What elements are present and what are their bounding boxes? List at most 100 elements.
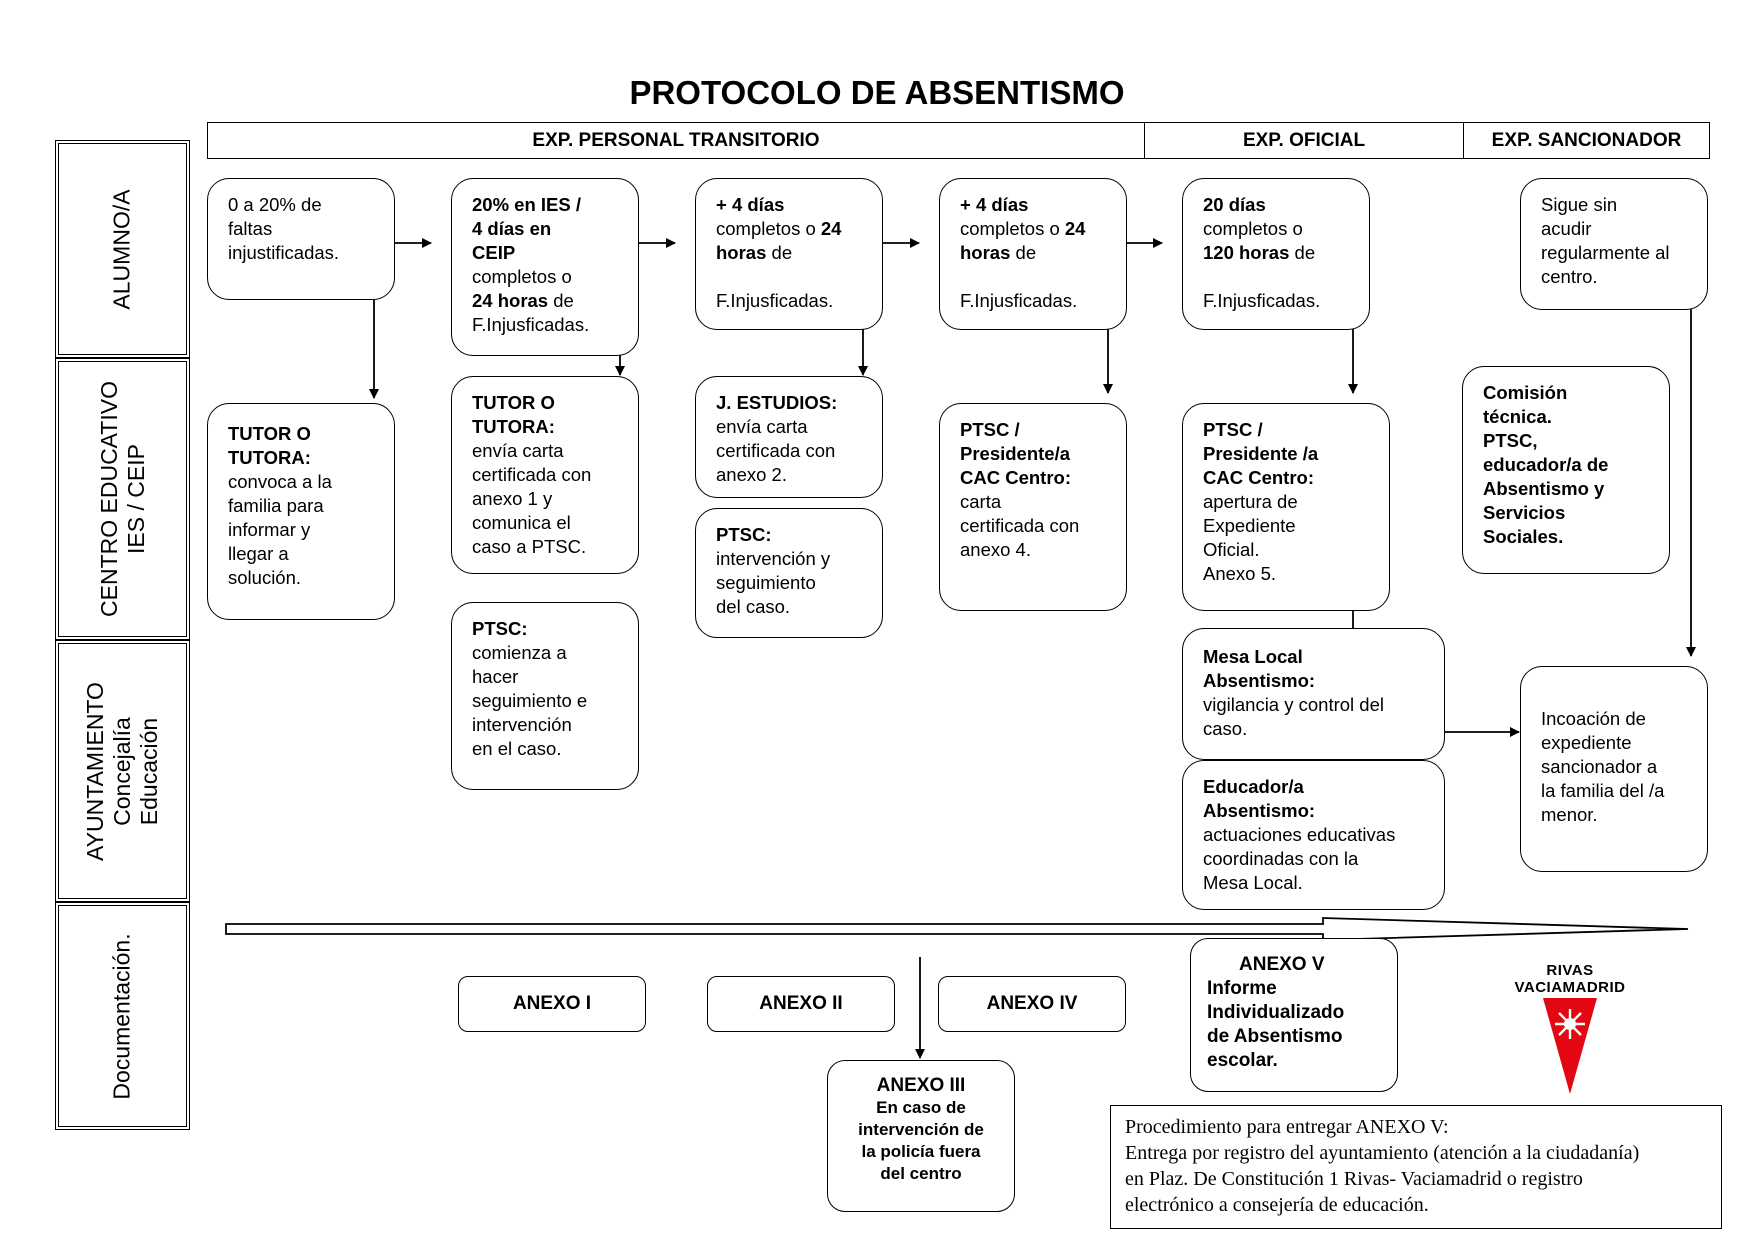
centro-tutor2-line: TUTOR O — [472, 392, 555, 413]
centro-tutor-line: TUTORA: — [228, 447, 311, 468]
alumno-b6-line: regularmente al — [1541, 242, 1670, 263]
centro-ptsc-d-line: Oficial. — [1203, 539, 1260, 560]
centro-ptsc-d-line: PTSC / — [1203, 419, 1263, 440]
doc-anexo3-line: ANEXO III — [876, 1075, 966, 1096]
alumno-b5-line: 20 días — [1203, 194, 1266, 215]
centro-ptsc-b-box: PTSC: intervención y seguimiento del cas… — [695, 508, 883, 638]
centro-comision-line: técnica. — [1483, 406, 1552, 427]
doc-anexo5-line: escolar. — [1207, 1050, 1278, 1071]
centro-tutor2-line: comunica el — [472, 512, 571, 533]
centro-jest-line: anexo 2. — [716, 464, 787, 485]
centro-tutor2-line: caso a PTSC. — [472, 536, 587, 557]
centro-tutor2-line: certificada con — [472, 464, 592, 485]
ayto-incoacion-line: la familia del /a — [1541, 780, 1665, 801]
alumno-b4-de: de — [1010, 242, 1037, 263]
alumno-b2-line: 20% en IES / — [472, 194, 581, 215]
centro-ptsc-c-line: anexo 4. — [960, 539, 1031, 560]
doc-anexo3-line: del centro — [880, 1164, 962, 1183]
procedimiento-line: Entrega por registro del ayuntamiento (a… — [1125, 1142, 1640, 1164]
centro-ptsc-c-line: PTSC / — [960, 419, 1020, 440]
ayto-educador-line: Absentismo: — [1203, 800, 1316, 821]
centro-ptsc-a-box: PTSC: comienza a hacer seguimiento e int… — [451, 602, 639, 790]
lane-documentacion: Documentación. — [55, 902, 190, 1130]
alumno-b6-line: acudir — [1541, 218, 1592, 239]
alumno-box-3: + 4 días completos o 24 horas de F.Injus… — [695, 178, 883, 330]
ayto-incoacion-line: Incoación de — [1541, 708, 1646, 729]
centro-ptsc-c-line: Presidente/a — [960, 443, 1071, 464]
centro-ptsc-b-line: del caso. — [716, 596, 791, 617]
alumno-b3-horas: horas — [716, 242, 767, 263]
alumno-box-6: Sigue sin acudir regularmente al centro. — [1520, 178, 1708, 310]
centro-ptsc-a-line: seguimiento e — [472, 690, 588, 711]
alumno-b5-de: de — [1289, 242, 1316, 263]
alumno-b2-hours: 24 horas — [472, 290, 549, 311]
centro-tutor-line: solución. — [228, 567, 302, 588]
centro-ptsc-a-line: comienza a — [472, 642, 567, 663]
centro-ptsc-b-line: intervención y — [716, 548, 831, 569]
centro-ptsc-c-line: certificada con — [960, 515, 1080, 536]
alumno-b6-line: Sigue sin — [1541, 194, 1618, 215]
centro-jestudios-box: J. ESTUDIOS: envía carta certificada con… — [695, 376, 883, 498]
doc-anexo-5: ANEXO V Informe Individualizado de Absen… — [1190, 938, 1398, 1092]
ayto-mesa-line: Absentismo: — [1203, 670, 1316, 691]
centro-comision-line: Servicios — [1483, 502, 1566, 523]
centro-comision-line: PTSC, — [1483, 430, 1538, 451]
centro-ptsc-c-box: PTSC / Presidente/a CAC Centro: carta ce… — [939, 403, 1127, 611]
ayto-incoacion-box: Incoación de expediente sancionador a la… — [1520, 666, 1708, 872]
ayto-educador-line: coordinadas con la — [1203, 848, 1359, 869]
centro-ptsc-d-line: Anexo 5. — [1203, 563, 1277, 584]
ayto-incoacion-line: menor. — [1541, 804, 1598, 825]
centro-ptsc-c-line: CAC Centro: — [960, 467, 1071, 488]
alumno-b4-line: completos o — [960, 218, 1065, 239]
centro-ptsc-a-line: hacer — [472, 666, 519, 687]
logo-line2: VACIAMADRID — [1514, 979, 1626, 996]
alumno-b3-line: + 4 días — [716, 194, 785, 215]
header-exp-sancionador: EXP. SANCIONADOR — [1463, 122, 1710, 159]
logo-shield-icon — [1543, 998, 1597, 1094]
rivas-vaciamadrid-logo: RIVAS VACIAMADRID — [1495, 962, 1645, 1101]
alumno-b2-de: de — [548, 290, 574, 311]
centro-tutor2-line: envía carta — [472, 440, 564, 461]
centro-jest-line: envía carta — [716, 416, 808, 437]
alumno-b5-line: F.Injusficadas. — [1203, 290, 1321, 311]
procedimiento-line: en Plaz. De Constitución 1 Rivas- Vaciam… — [1125, 1168, 1583, 1190]
alumno-box-2: 20% en IES / 4 días en CEIP completos o … — [451, 178, 639, 356]
centro-comision-line: educador/a de — [1483, 454, 1609, 475]
centro-ptsc-d-line: Presidente /a — [1203, 443, 1319, 464]
alumno-box-4: + 4 días completos o 24 horas de F.Injus… — [939, 178, 1127, 330]
centro-tutor-line: llegar a — [228, 543, 289, 564]
centro-ptsc-a-line: intervención — [472, 714, 572, 735]
alumno-b3-line: F.Injusficadas. — [716, 290, 834, 311]
alumno-b4-line: + 4 días — [960, 194, 1029, 215]
alumno-b1-line: injustificadas. — [228, 242, 340, 263]
timeline-arrow — [225, 917, 1689, 941]
doc-anexo3-line: En caso de — [876, 1098, 966, 1117]
centro-tutor-line: TUTOR O — [228, 423, 311, 444]
doc-anexo-4: ANEXO IV — [938, 976, 1126, 1032]
centro-jest-line: J. ESTUDIOS: — [716, 392, 838, 413]
centro-ptsc-b-line: PTSC: — [716, 524, 772, 545]
page-title: PROTOCOLO DE ABSENTISMO — [629, 74, 1125, 111]
doc-anexo5-line: Individualizado — [1207, 1002, 1345, 1023]
doc-anexo5-line: de Absentismo — [1207, 1026, 1343, 1047]
alumno-b2-line: 4 días en — [472, 218, 552, 239]
centro-tutor2-box: TUTOR O TUTORA: envía carta certificada … — [451, 376, 639, 574]
procedimiento-line: electrónico a consejería de educación. — [1125, 1194, 1429, 1216]
ayto-incoacion-line: sancionador a — [1541, 756, 1658, 777]
centro-comision-line: Sociales. — [1483, 526, 1564, 547]
centro-comision-line: Absentismo y — [1483, 478, 1605, 499]
centro-tutor2-line: anexo 1 y — [472, 488, 553, 509]
alumno-b6-line: centro. — [1541, 266, 1598, 287]
ayto-educador-line: Mesa Local. — [1203, 872, 1303, 893]
alumno-box-5: 20 días completos o 120 horas de F.Injus… — [1182, 178, 1370, 330]
alumno-b4-line: F.Injusficadas. — [960, 290, 1078, 311]
centro-ptsc-c-line: carta — [960, 491, 1002, 512]
centro-tutor-line: convoca a la — [228, 471, 332, 492]
centro-ptsc-d-line: apertura de — [1203, 491, 1298, 512]
alumno-b2-line: CEIP — [472, 242, 516, 263]
centro-ptsc-d-box: PTSC / Presidente /a CAC Centro: apertur… — [1182, 403, 1390, 611]
centro-ptsc-d-line: CAC Centro: — [1203, 467, 1314, 488]
alumno-b2-line: completos o — [472, 266, 572, 287]
procedimiento-box: Procedimiento para entregar ANEXO V: Ent… — [1110, 1105, 1722, 1229]
ayto-educador-line: actuaciones educativas — [1203, 824, 1396, 845]
